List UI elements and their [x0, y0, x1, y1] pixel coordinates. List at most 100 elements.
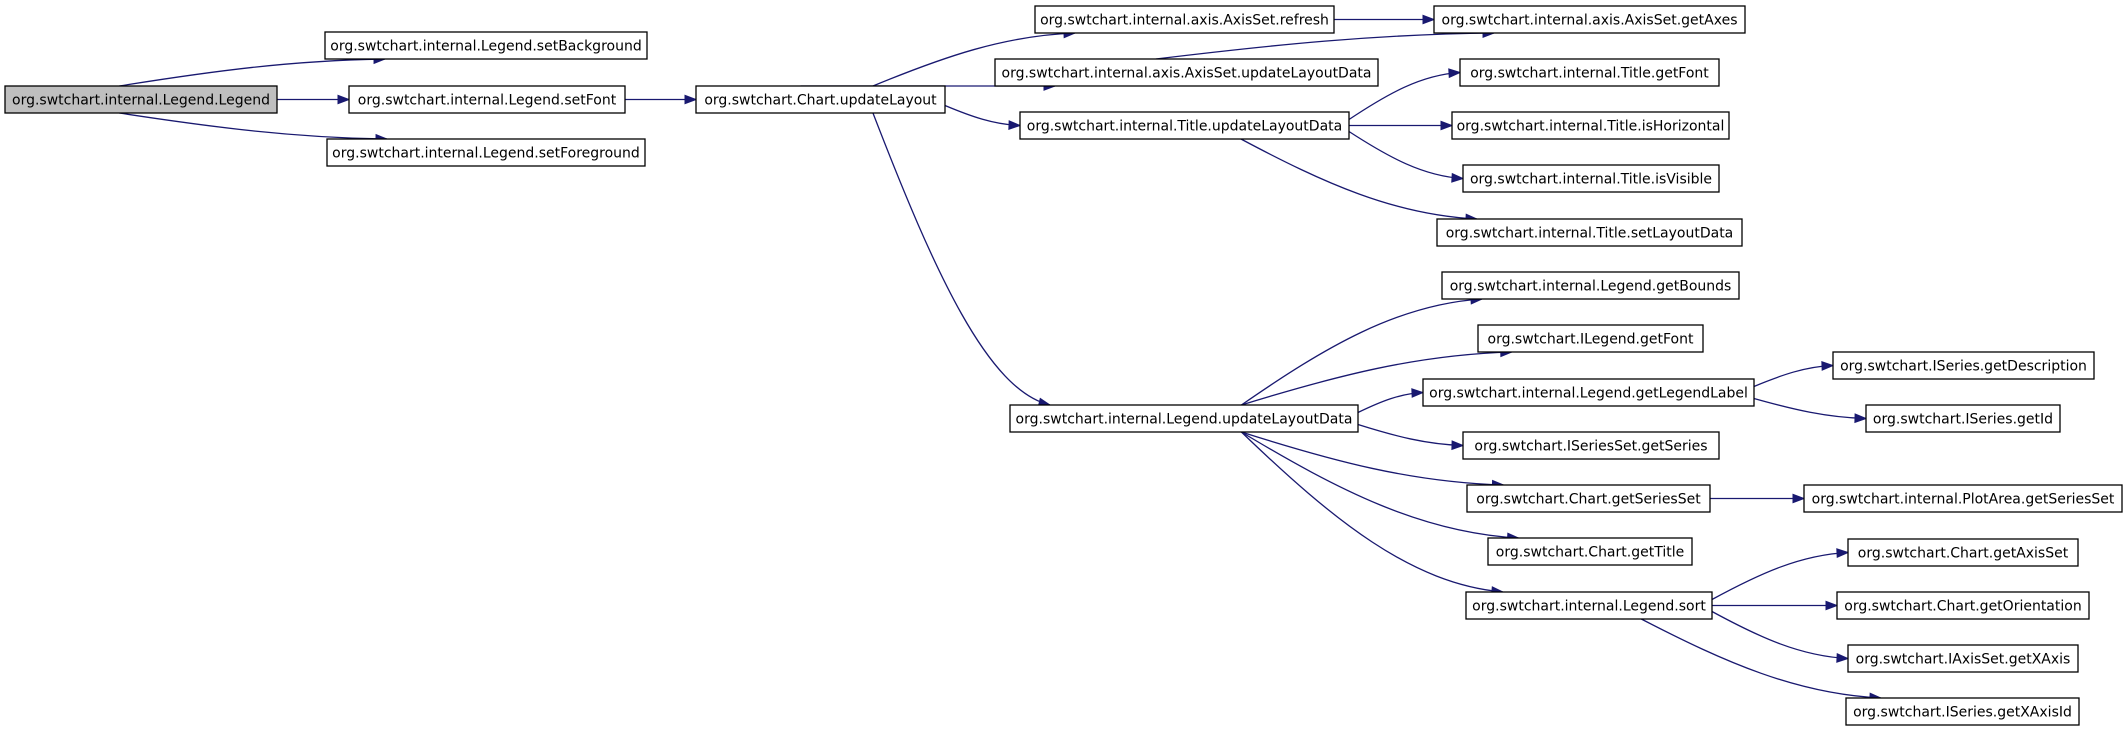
arrowhead-icon: [337, 94, 351, 105]
edge-n20-to-n26: [1711, 610, 1850, 663]
node-box: [1865, 404, 2061, 433]
node-label: org.swtchart.Chart.getSeriesSet: [1476, 492, 1701, 508]
graph-node-n25[interactable]: org.swtchart.Chart.getOrientation: [1836, 591, 2090, 620]
graph-node-n4[interactable]: org.swtchart.Chart.updateLayout: [695, 85, 946, 114]
graph-node-n16[interactable]: org.swtchart.internal.Legend.getLegendLa…: [1422, 378, 1755, 407]
arrowhead-icon: [1836, 548, 1850, 558]
node-label: org.swtchart.internal.Legend.getLegendLa…: [1429, 386, 1748, 402]
arrowhead-icon: [1422, 14, 1436, 25]
graph-node-n19[interactable]: org.swtchart.Chart.getTitle: [1487, 537, 1693, 566]
graph-node-n20[interactable]: org.swtchart.internal.Legend.sort: [1465, 591, 1713, 620]
graph-node-n2[interactable]: org.swtchart.internal.Legend.setFont: [348, 85, 626, 114]
edge-n20-to-n27: [1641, 618, 1883, 703]
edge-n8-to-n16: [1357, 388, 1425, 414]
node-label: org.swtchart.ISeries.getXAxisId: [1853, 705, 2072, 721]
edge-line: [119, 112, 388, 140]
node-label: org.swtchart.ISeries.getDescription: [1840, 359, 2087, 375]
node-box: [1009, 404, 1359, 433]
node-label: org.swtchart.ISeries.getId: [1873, 412, 2053, 428]
node-box: [1847, 538, 2079, 567]
edge-n4-to-n8: [872, 112, 1052, 408]
edge-line: [1241, 351, 1512, 406]
node-box: [326, 138, 646, 167]
edge-n20-to-n25: [1712, 600, 1839, 611]
graph-node-n12[interactable]: org.swtchart.internal.Title.isVisible: [1462, 164, 1720, 193]
node-box: [1845, 697, 2080, 726]
node-label: org.swtchart.Chart.getTitle: [1496, 545, 1684, 561]
graph-node-n24[interactable]: org.swtchart.Chart.getAxisSet: [1847, 538, 2079, 567]
node-box: [1441, 271, 1740, 300]
node-label: org.swtchart.Chart.getOrientation: [1844, 599, 2081, 615]
arrowhead-icon: [1821, 361, 1835, 371]
node-label: org.swtchart.internal.Legend.getBounds: [1450, 279, 1732, 295]
graph-node-n23[interactable]: org.swtchart.internal.PlotArea.getSeries…: [1803, 484, 2123, 513]
arrowhead-icon: [1836, 653, 1850, 663]
graph-node-n11[interactable]: org.swtchart.internal.Title.isHorizontal: [1451, 111, 1730, 140]
edge-line: [1711, 610, 1849, 660]
node-label: org.swtchart.internal.Legend.setFont: [358, 93, 617, 109]
edge-line: [1753, 397, 1867, 420]
graph-node-n7[interactable]: org.swtchart.internal.Title.updateLayout…: [1019, 111, 1350, 140]
graph-node-n6[interactable]: org.swtchart.internal.axis.AxisSet.updat…: [994, 58, 1379, 87]
node-box: [1487, 537, 1693, 566]
node-box: [1034, 5, 1335, 34]
node-box: [994, 58, 1379, 87]
arrowhead-icon: [1448, 68, 1462, 79]
node-box: [1436, 218, 1743, 247]
graph-node-n27[interactable]: org.swtchart.ISeries.getXAxisId: [1845, 697, 2080, 726]
graph-node-n5[interactable]: org.swtchart.internal.axis.AxisSet.refre…: [1034, 5, 1335, 34]
arrowhead-icon: [1451, 172, 1465, 183]
node-label: org.swtchart.internal.axis.AxisSet.getAx…: [1442, 13, 1738, 29]
graph-node-n0[interactable]: org.swtchart.internal.Legend.Legend: [4, 85, 278, 114]
edge-n8-to-n17: [1357, 423, 1465, 451]
node-label: org.swtchart.internal.Legend.sort: [1472, 599, 1706, 615]
arrowhead-icon: [1825, 600, 1839, 611]
node-box: [695, 85, 946, 114]
edge-line: [872, 32, 1076, 87]
graph-node-n14[interactable]: org.swtchart.internal.Legend.getBounds: [1441, 271, 1740, 300]
node-box: [1803, 484, 2123, 513]
arrowhead-icon: [1411, 388, 1425, 398]
node-label: org.swtchart.internal.Title.setLayoutDat…: [1446, 226, 1734, 242]
node-label: org.swtchart.internal.axis.AxisSet.refre…: [1040, 13, 1329, 29]
graph-node-n10[interactable]: org.swtchart.internal.Title.getFont: [1459, 58, 1720, 87]
node-box: [324, 31, 648, 60]
node-label: org.swtchart.internal.Legend.updateLayou…: [1016, 412, 1353, 428]
edge-line: [1711, 551, 1849, 601]
node-box: [4, 85, 278, 114]
graph-node-n18[interactable]: org.swtchart.Chart.getSeriesSet: [1466, 484, 1711, 513]
arrowhead-icon: [1854, 413, 1868, 424]
graph-node-n13[interactable]: org.swtchart.internal.Title.setLayoutDat…: [1436, 218, 1743, 247]
node-label: org.swtchart.internal.Legend.Legend: [12, 93, 270, 109]
edge-line: [1240, 138, 1478, 220]
graph-node-n1[interactable]: org.swtchart.internal.Legend.setBackgrou…: [324, 31, 648, 60]
node-label: org.swtchart.ISeriesSet.getSeries: [1474, 439, 1707, 455]
graph-node-n3[interactable]: org.swtchart.internal.Legend.setForegrou…: [326, 138, 646, 167]
node-label: org.swtchart.ILegend.getFont: [1488, 332, 1694, 348]
edge-line: [1641, 618, 1881, 699]
graph-node-n8[interactable]: org.swtchart.internal.Legend.updateLayou…: [1009, 404, 1359, 433]
node-box: [1451, 111, 1730, 140]
graph-node-n21[interactable]: org.swtchart.ISeries.getDescription: [1832, 351, 2095, 380]
graph-node-n22[interactable]: org.swtchart.ISeries.getId: [1865, 404, 2061, 433]
arrowhead-icon: [684, 94, 698, 105]
graph-node-n17[interactable]: org.swtchart.ISeriesSet.getSeries: [1462, 431, 1720, 460]
node-label: org.swtchart.IAxisSet.getXAxis: [1856, 652, 2071, 668]
edge-n16-to-n21: [1753, 361, 1835, 388]
node-label: org.swtchart.internal.Legend.setBackgrou…: [330, 39, 641, 55]
node-label: org.swtchart.internal.Title.updateLayout…: [1027, 119, 1342, 135]
node-label: org.swtchart.internal.Legend.setForegrou…: [332, 146, 640, 162]
node-label: org.swtchart.internal.axis.AxisSet.updat…: [1002, 66, 1372, 82]
edge-n7-to-n10: [1348, 68, 1462, 121]
arrowhead-icon: [1792, 493, 1806, 504]
graph-node-n9[interactable]: org.swtchart.internal.axis.AxisSet.getAx…: [1433, 5, 1746, 34]
graph-node-n26[interactable]: org.swtchart.IAxisSet.getXAxis: [1847, 644, 2079, 673]
edge-line: [1348, 71, 1461, 121]
graph-node-n15[interactable]: org.swtchart.ILegend.getFont: [1477, 324, 1704, 353]
node-label: org.swtchart.internal.Title.isHorizontal: [1457, 119, 1725, 135]
node-box: [1433, 5, 1746, 34]
edge-line: [872, 112, 1051, 406]
edge-n7-to-n11: [1349, 120, 1454, 131]
node-label: org.swtchart.Chart.getAxisSet: [1858, 546, 2069, 562]
